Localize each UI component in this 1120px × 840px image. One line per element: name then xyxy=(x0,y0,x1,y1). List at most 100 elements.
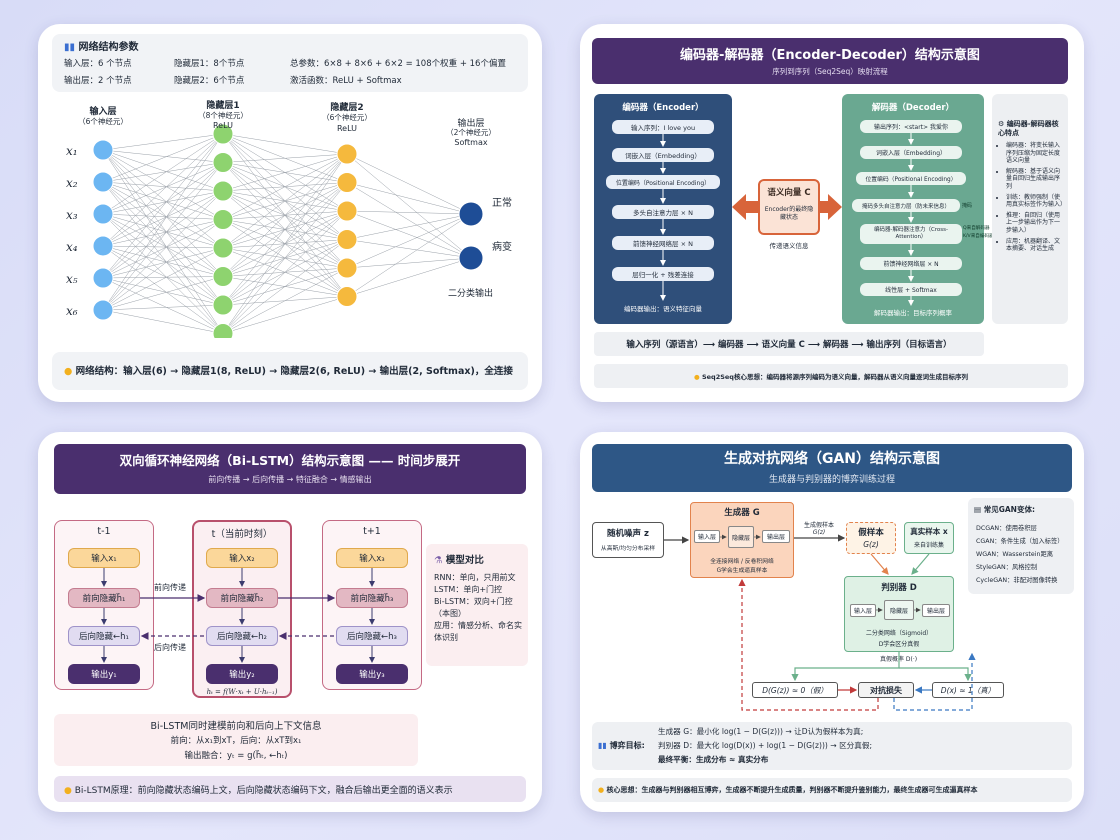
decoder-step-1: 输出序列：<start> 我爱你 xyxy=(860,120,962,133)
backward-hidden-2: 后向隐藏←h₂ xyxy=(206,626,278,646)
connection xyxy=(222,296,348,334)
x-label-1: x₁ xyxy=(66,144,78,158)
output-y3: 输出y₃ xyxy=(336,664,408,684)
connection xyxy=(102,149,224,163)
bi-header xyxy=(54,444,526,494)
hidden1-neuron xyxy=(212,209,234,230)
connection xyxy=(102,181,224,249)
connection xyxy=(102,190,224,215)
compare-item: 应用：情感分析、命名实体识别 xyxy=(434,621,522,642)
connection xyxy=(102,133,224,215)
output-y2: 输出y₂ xyxy=(206,664,278,684)
objective-eq: 最终平衡：生成分布 ≈ 真实分布 xyxy=(658,755,769,764)
connection xyxy=(102,133,224,311)
context-arrow-right xyxy=(820,194,842,220)
connection xyxy=(346,213,472,297)
fake-sample-title: 假样本 xyxy=(858,528,884,538)
connection xyxy=(102,181,224,306)
output-lesion-label: 病变 xyxy=(492,242,512,253)
lightbulb-icon: ● xyxy=(598,786,605,794)
h1-activation: ReLU xyxy=(212,121,234,130)
gear-icon: ⚙ xyxy=(998,120,1005,128)
input-layer-sub: （6个神经元） xyxy=(78,117,128,126)
connection xyxy=(346,210,472,259)
connection xyxy=(102,247,224,311)
input-neuron xyxy=(92,299,114,321)
disc-output-layer: 输出层 xyxy=(922,604,950,617)
context-note: 传递语义信息 xyxy=(769,242,809,250)
connection xyxy=(102,162,224,215)
decoder-step-6: 前馈神经网络层 × N xyxy=(860,257,962,270)
decoder-title: 解码器（Decoder） xyxy=(871,103,955,113)
gen-arrow-label: 生成假样本 xyxy=(803,522,834,529)
hidden1-neuron xyxy=(212,123,234,145)
disc-hidden-layer: 隐藏层 xyxy=(884,600,914,620)
real-sample-box xyxy=(904,522,954,554)
connection xyxy=(346,210,472,215)
forward-pass-label: 前向传递 xyxy=(154,583,186,592)
fake-sample-box xyxy=(846,522,896,554)
gen-input-layer: 输入层 xyxy=(694,530,720,543)
connection xyxy=(346,153,472,215)
gen-hidden-layer: 隐藏层 xyxy=(728,526,754,548)
lightbulb-icon: ● xyxy=(694,373,700,381)
gen-output-layer: 输出层 xyxy=(762,530,790,543)
decoder-output: 解码器输出：目标序列概率 xyxy=(874,309,952,317)
encoder-title: 编码器（Encoder） xyxy=(622,103,704,113)
x-label-6: x₆ xyxy=(66,304,78,318)
context-sub: Encoder的最终隐藏状态 xyxy=(764,206,814,221)
connection xyxy=(102,149,224,306)
decoder-step-7: 线性层 + Softmax xyxy=(860,283,962,296)
connection xyxy=(222,153,348,249)
chart-icon: ▮▮ xyxy=(64,42,76,53)
gan-subtitle: 生成器与判别器的博弈训练过程 xyxy=(768,475,895,485)
compare-item: Bi-LSTM：双向+门控（本图） xyxy=(434,597,513,618)
gan-core-box xyxy=(592,778,1072,802)
bi-principle-box xyxy=(54,776,526,802)
connection xyxy=(222,153,348,192)
connection xyxy=(102,219,224,311)
connection xyxy=(102,133,224,247)
variants-list: DCGAN：使用卷积层 CGAN：条件生成（加入标签） WGAN：Wassers… xyxy=(976,522,1072,587)
input-x2: 输入x₂ xyxy=(206,548,278,568)
x-label-2: x₂ xyxy=(66,176,78,190)
features-title: ⚙ 编码器-解码器核心特点 xyxy=(998,120,1059,137)
noise-box xyxy=(592,522,664,558)
connection xyxy=(102,213,224,220)
input-neuron xyxy=(92,267,114,289)
variants-title: ▤ 常见GAN变体: xyxy=(974,505,1035,514)
feature-item: 推理：自回归（使用上一步输出作为下一步输入） xyxy=(1006,212,1064,235)
backward-pass-label: 后向传递 xyxy=(154,643,186,652)
connection xyxy=(222,153,348,306)
noise-sub: 从高斯/均匀分布采样 xyxy=(600,546,656,552)
lstm-formula: hₜ = f(W·xₜ + U·hₜ₋₁) xyxy=(206,688,278,696)
connection xyxy=(102,149,224,277)
param-h2: 隐藏层2：6个节点 xyxy=(174,76,245,86)
backward-hidden-1: 后向隐藏←h₁ xyxy=(68,626,140,646)
connection xyxy=(102,190,224,279)
feature-item: 训练：教师强制（使用真实标签作为输入） xyxy=(1006,194,1066,209)
param-h1: 隐藏层1：8个节点 xyxy=(174,59,245,69)
connection xyxy=(102,245,224,277)
clipboard-icon: ▤ xyxy=(974,505,982,514)
ed-title: 编码器-解码器（Encoder-Decoder）结构示意图 xyxy=(680,48,980,63)
hidden2-neuron xyxy=(336,143,358,165)
output-activation: Softmax xyxy=(454,138,488,147)
param-output: 输出层：2 个节点 xyxy=(64,76,132,86)
decoder-step-3: 位置编码（Positional Encoding） xyxy=(856,172,966,185)
disc-input-layer: 输入层 xyxy=(850,604,876,617)
connection xyxy=(102,149,224,192)
context-arrow-left xyxy=(732,194,758,220)
lightbulb-icon: ● xyxy=(64,366,73,377)
ed-core-box xyxy=(594,364,1068,388)
bi-subtitle: 前向传播 → 后向传播 → 特征融合 → 情感输出 xyxy=(208,475,372,484)
compare-list: RNN：单向，只用前文 LSTM：单向+门控 Bi-LSTM：双向+门控（本图）… xyxy=(434,572,526,644)
bi-title: 双向循环神经网络（Bi-LSTM）结构示意图 —— 时间步展开 xyxy=(119,453,461,468)
connection xyxy=(102,181,224,192)
bi-info-3: 输出融合：yₜ = g(h⃗ₜ, ←hₜ) xyxy=(184,751,288,761)
decoder-step-2: 词嵌入层（Embedding） xyxy=(860,146,962,159)
input-x3: 输入x₃ xyxy=(336,548,408,568)
game-label: ▮▮ 博弈目标: xyxy=(598,741,645,750)
hidden1-neuron xyxy=(212,237,234,259)
connection xyxy=(222,210,348,334)
